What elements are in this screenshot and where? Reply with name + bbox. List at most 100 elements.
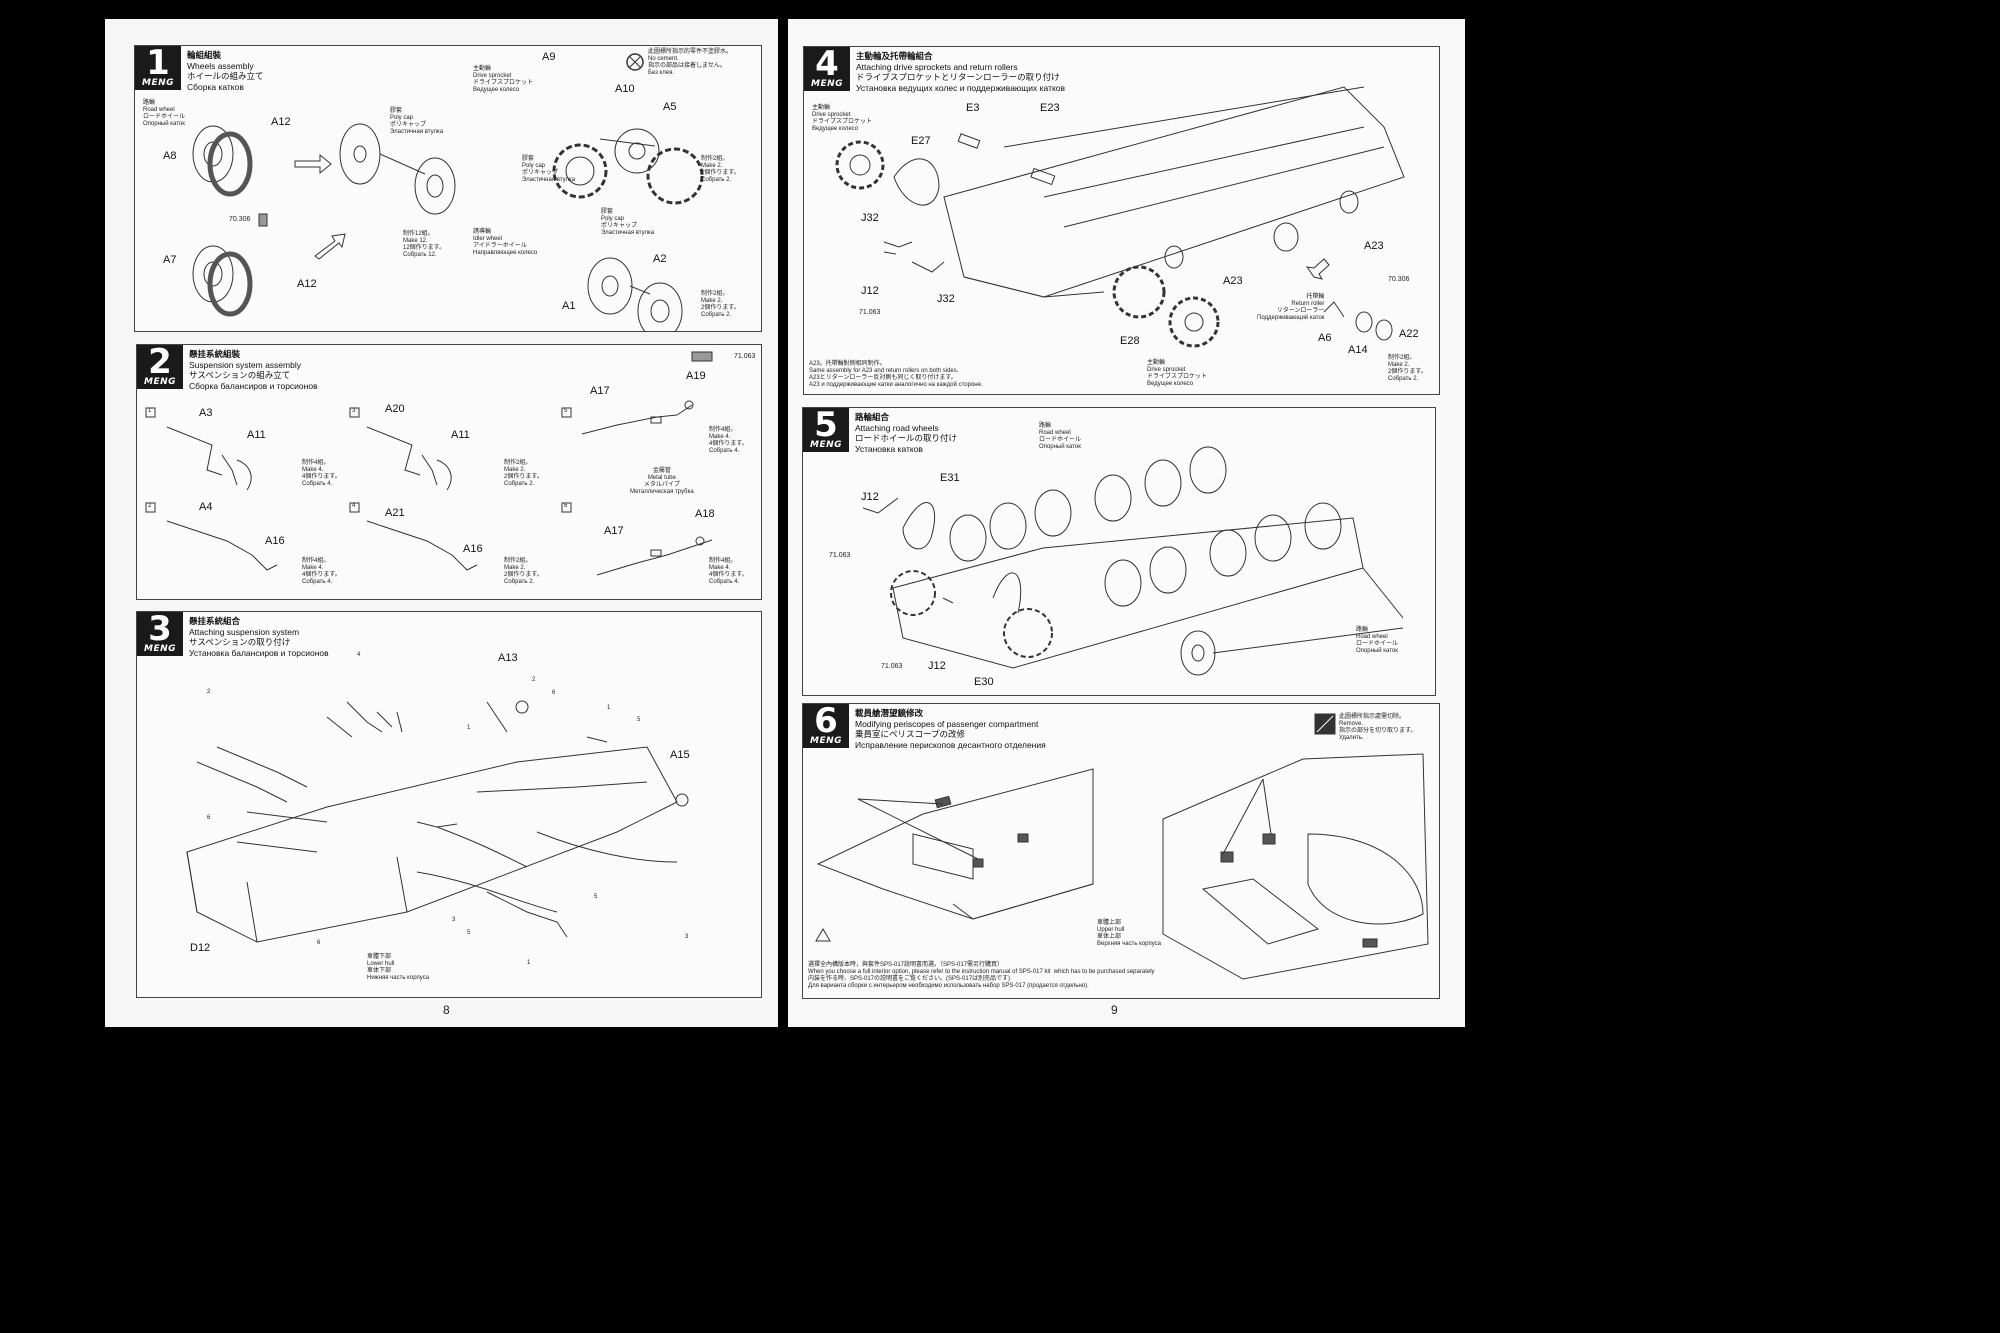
callout-4: 4 (357, 652, 361, 658)
step4-panel: 4 MENG 主動輪及托帶輪組合 Attaching drive sprocke… (803, 44, 1440, 395)
part-a19: A19 (686, 370, 706, 382)
make4-a: 制作4組。 Make 4. 4個作ります。 Собрать 4. (302, 460, 341, 487)
part-a16-2: A16 (463, 543, 483, 555)
step1-title-en: Wheels assembly (187, 60, 254, 71)
step4-paint-1: 71.063 (859, 309, 881, 316)
step1-title-ru: Сборка катков (187, 81, 244, 92)
part-j12-top: J12 (861, 491, 879, 503)
step4-title-ru: Установка ведущих колес и поддерживающих… (856, 82, 1066, 93)
step6-drawing (815, 713, 1429, 980)
step3-number: 3 (148, 609, 172, 649)
step6-title-en: Modifying periscopes of passenger compar… (855, 718, 1039, 729)
right-page: 4 MENG 主動輪及托帶輪組合 Attaching drive sprocke… (788, 19, 1465, 1027)
left-page: 1 MENG 輪組組裝 Wheels assembly ホイールの組み立て Сб… (105, 19, 778, 1027)
make4-b: 制作4組。 Make 4. 4個作ります。 Собрать 4. (302, 558, 341, 585)
step3-badge: 3 MENG (137, 609, 183, 656)
drive-sprocket-label: 主動輪 Drive sprocket ドライブスプロケット Ведущее ко… (473, 66, 534, 93)
step5-paint-2: 71.063 (881, 663, 903, 670)
step3-drawing (186, 700, 689, 943)
poly-cap-3: 膠套 Poly cap ポリキャップ Эластичная втулка (601, 209, 655, 236)
step6-title-jp: 乗員室にペリスコープの改修 (855, 729, 965, 739)
step5-panel: 5 MENG 路輪組合 Attaching road wheels ロードホイー… (802, 405, 1436, 696)
make12-label: 制作12組。 Make 12. 12個作ります。 Собрать 12. (403, 231, 446, 258)
step6-badge: 6 MENG (803, 701, 849, 748)
part-a12-bottom: A12 (297, 278, 317, 290)
make4-d: 制作4組。 Make 4. 4個作ります。 Собрать 4. (709, 558, 748, 585)
step4-title-jp: ドライブスプロケットとリターンローラーの取り付け (856, 72, 1060, 82)
step5-badge: 5 MENG (803, 405, 849, 452)
remove-note: 此圖標所指示處需切除。 Remove. 指示の部分を切り取ります。 Удалит… (1339, 714, 1417, 741)
drive-sprocket-1: 主動輪 Drive sprocket ドライブスプロケット Ведущее ко… (812, 105, 873, 132)
callout-2b: 2 (532, 677, 536, 683)
step2-number: 2 (148, 342, 172, 382)
step5-titles: 路輪組合 Attaching road wheels ロードホイールの取り付け … (855, 412, 957, 454)
step2-title-en: Suspension system assembly (189, 359, 301, 370)
step1-badge: 1 MENG (135, 43, 181, 90)
part-e31: E31 (940, 472, 960, 484)
step3-panel: 3 MENG 懸挂系統組合 Attaching suspension syste… (136, 609, 762, 998)
part-a14: A14 (1348, 344, 1368, 356)
step2-title-ru: Сборка балансиров и торсионов (189, 380, 318, 391)
step4-title-zh: 主動輪及托帶輪組合 (856, 51, 933, 61)
sub6: 6 (564, 503, 568, 509)
sps017-warning: 選擇全內構版本時，與套件SPS-017說明書而選。（SPS-017需另行購買） … (808, 962, 1155, 989)
road-wheel-row-1 (949, 446, 1227, 562)
sub4: 4 (352, 503, 356, 509)
callout-6b: 6 (207, 815, 211, 821)
step5-number: 5 (814, 405, 838, 445)
part-a20: A20 (385, 403, 405, 415)
make2-label-b: 制作2組。 Make 2. 2個作ります。 Собрать 2. (701, 291, 740, 318)
part-a4: A4 (199, 501, 213, 513)
step1-titles: 輪組組裝 Wheels assembly ホイールの組み立て Сборка ка… (187, 50, 264, 92)
part-a11-2: A11 (451, 429, 470, 441)
step4-paint-2: 70.306 (1388, 276, 1410, 283)
step3-title-en: Attaching suspension system (189, 626, 300, 637)
step2-paint: 71.063 (734, 353, 756, 360)
sub3: 3 (352, 408, 356, 414)
part-j32-top: J32 (861, 212, 879, 224)
step5-paint-1: 71.063 (829, 552, 851, 559)
road-wheel-row-2 (1104, 502, 1342, 607)
sub5: 5 (564, 408, 568, 414)
part-a10: A10 (615, 83, 635, 95)
return-roller-label: 托帶輪 Return roller リターンローラー Поддерживающи… (1257, 294, 1325, 321)
step3-titles: 懸挂系統組合 Attaching suspension system サスペンシ… (189, 616, 329, 658)
part-a3: A3 (199, 407, 213, 419)
part-a22: A22 (1399, 328, 1419, 340)
part-a2: A2 (653, 253, 667, 265)
step5-title-en: Attaching road wheels (855, 422, 939, 433)
road-wheel-label-2: 路輪 Road wheel ロードホイール Опорный каток (1356, 627, 1399, 654)
upper-hull-label: 車體上部 Upper hull 車体上部 Верхняя часть корпу… (1097, 920, 1161, 947)
step5-title-ru: Установка катков (855, 443, 923, 454)
step6-number: 6 (814, 701, 838, 741)
paint-70306: 70.306 (229, 216, 251, 223)
step2-logo: MENG (143, 377, 177, 387)
make2-label-a: 制作2組。 Make 2. 2個作ります。 Собрать 2. (701, 156, 740, 183)
part-a5: A5 (663, 101, 677, 113)
part-a16-1: A16 (265, 535, 285, 547)
part-j12: J12 (861, 285, 879, 297)
make2-b: 制作2組。 Make 2. 2個作ります。 Собрать 2. (504, 558, 543, 585)
step4-logo: MENG (810, 79, 844, 89)
part-e3: E3 (966, 102, 980, 114)
part-e23: E23 (1040, 102, 1060, 114)
part-a17-1: A17 (590, 385, 610, 397)
step6-logo: MENG (809, 736, 843, 746)
step3-title-ru: Установка балансиров и торсионов (189, 647, 329, 658)
callout-1c: 1 (527, 960, 531, 966)
part-a23-right: A23 (1364, 240, 1384, 252)
step1-panel: 1 MENG 輪組組裝 Wheels assembly ホイールの組み立て Сб… (134, 43, 762, 332)
metal-tube-label: 金屬管 Metal tube メタルパイプ Металлическая труб… (630, 468, 694, 495)
step2-drawing (145, 351, 713, 576)
part-a15: A15 (670, 749, 690, 761)
step4-number: 4 (815, 44, 839, 84)
page-number-left: 8 (443, 1003, 450, 1017)
step1-title-zh: 輪組組裝 (187, 50, 222, 60)
step3-title-zh: 懸挂系統組合 (189, 616, 241, 626)
sub1: 1 (148, 408, 152, 414)
make2-a: 制作2組。 Make 2. 2個作ります。 Собрать 2. (504, 460, 543, 487)
callout-6a: 6 (552, 690, 556, 696)
step6-title-ru: Исправление перископов десантного отделе… (855, 739, 1046, 750)
part-a21: A21 (385, 507, 405, 519)
poly-cap-2: 膠套 Poly cap ポリキャップ Эластичная втулка (522, 156, 576, 183)
